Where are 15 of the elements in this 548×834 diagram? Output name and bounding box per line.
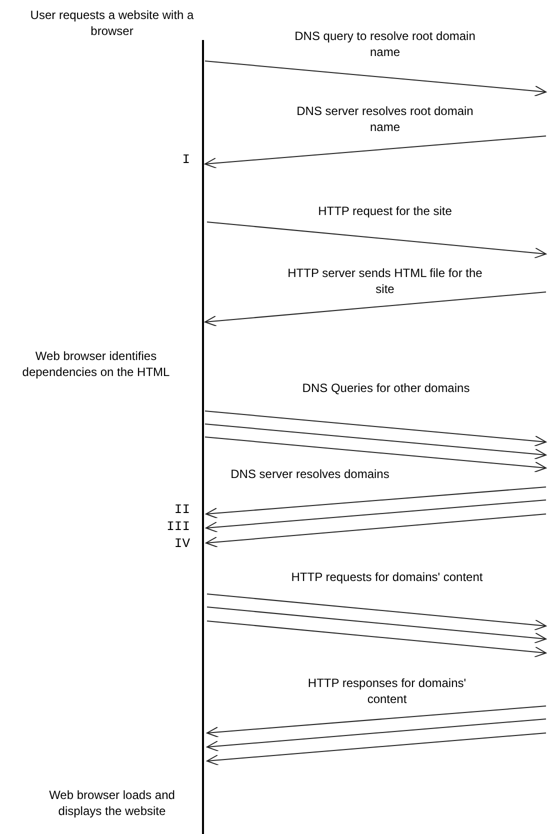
step-number: III	[166, 519, 190, 535]
step-label: Web browser identifies dependencies on the HTML	[21, 348, 171, 380]
message-label: HTTP requests for domains' content	[290, 569, 484, 585]
message-label: DNS server resolves root domain name	[296, 103, 474, 135]
step-number: IV	[173, 536, 190, 552]
step-label: Web browser loads and displays the website	[48, 787, 176, 819]
step-number: II	[173, 502, 190, 518]
message-label: DNS query to resolve root domain name	[294, 28, 476, 60]
message-label: HTTP server sends HTML file for the site	[286, 265, 484, 297]
step-number: I	[181, 152, 190, 168]
message-label: DNS Queries for other domains	[301, 380, 471, 396]
message-label: DNS server resolves domains	[230, 466, 390, 482]
message-label: HTTP request for the site	[317, 203, 453, 219]
message-label: HTTP responses for domains' content	[306, 675, 468, 707]
step-label: User requests a website with a browser	[29, 7, 195, 39]
